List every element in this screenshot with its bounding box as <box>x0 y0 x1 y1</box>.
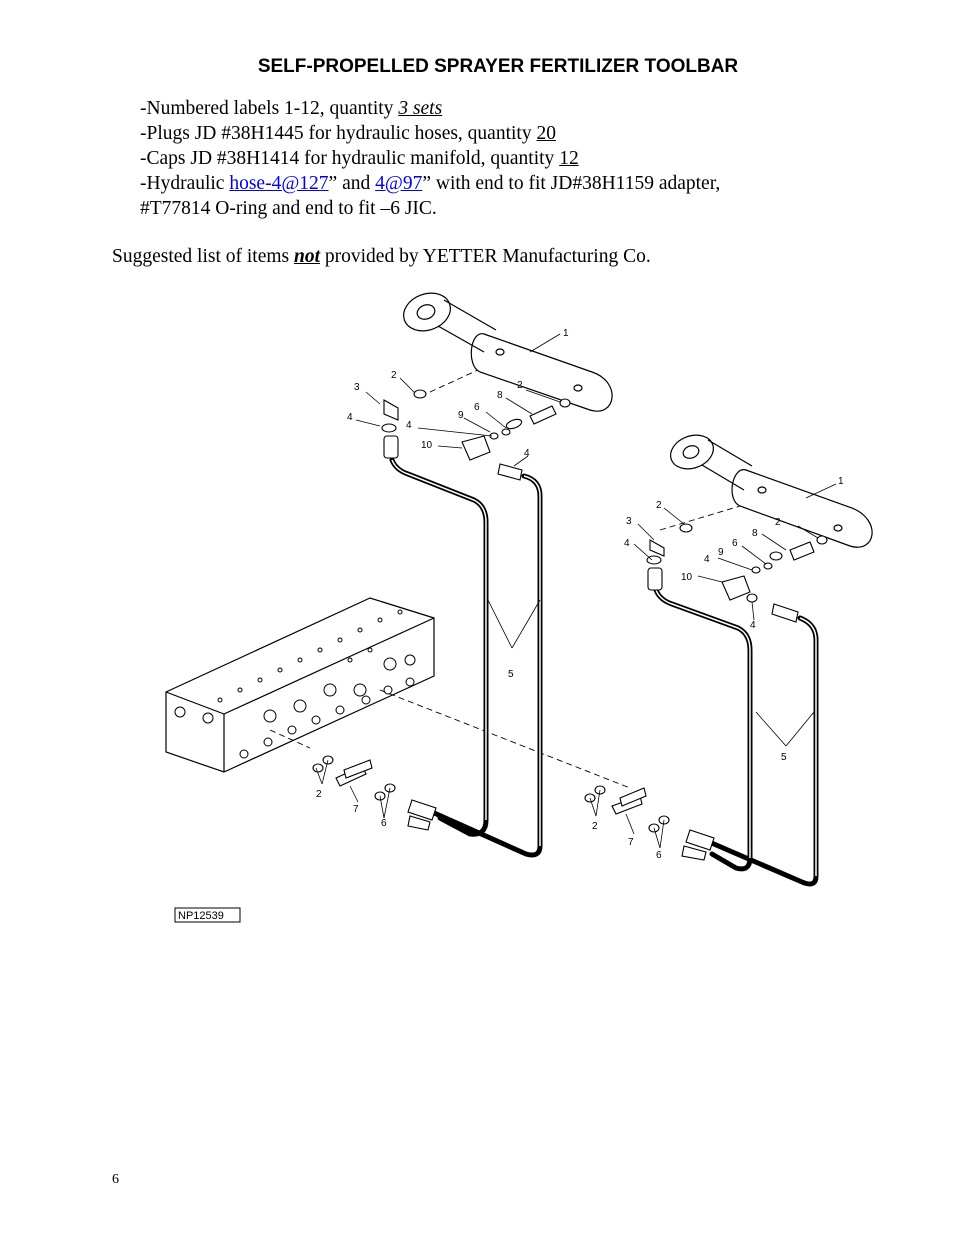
callout-2-d: 2 <box>775 517 781 528</box>
callout-4-f: 4 <box>750 620 756 631</box>
diagram-ref: NP12539 <box>178 910 224 922</box>
list-item-plugs: -Plugs JD #38H1445 for hydraulic hoses, … <box>140 123 556 144</box>
callout-1-right: 1 <box>838 476 844 487</box>
callout-4-e: 4 <box>704 554 710 565</box>
callout-4-a: 4 <box>347 412 353 423</box>
callout-4-d: 4 <box>624 538 630 549</box>
callout-2-c: 2 <box>656 500 662 511</box>
list-item-hydraulic-cont: #T77814 O-ring and end to fit –6 JIC. <box>140 198 437 219</box>
callout-3-right: 3 <box>626 516 632 527</box>
hose-127-link[interactable]: hose-4@127 <box>229 173 329 194</box>
hydraulic-manifold <box>165 597 435 773</box>
callout-2-a: 2 <box>391 370 397 381</box>
callout-4-c: 4 <box>524 448 530 459</box>
page-title: SELF-PROPELLED SPRAYER FERTILIZER TOOLBA… <box>257 56 739 77</box>
callout-2-b: 2 <box>517 380 523 391</box>
list-item-caps: -Caps JD #38H1414 for hydraulic manifold… <box>140 148 579 169</box>
callout-2-e: 2 <box>316 789 322 800</box>
labels-quantity: 3 sets <box>398 98 443 119</box>
not-provided-note: Suggested list of items not provided by … <box>112 246 651 267</box>
cylinder-left <box>403 292 613 412</box>
caps-quantity: 12 <box>559 148 579 169</box>
callout-9-left: 9 <box>458 410 464 421</box>
callout-4-b: 4 <box>406 420 412 431</box>
callout-3-left: 3 <box>354 382 360 393</box>
diagram-ref-box <box>174 907 241 923</box>
plugs-quantity: 20 <box>536 123 556 144</box>
callout-7-right: 7 <box>628 837 634 848</box>
callout-7-left: 7 <box>353 804 359 815</box>
hose-97-link[interactable]: 4@97 <box>375 173 423 194</box>
page-number: 6 <box>112 1172 119 1187</box>
callout-10-right: 10 <box>681 572 693 583</box>
cylinder-right <box>670 434 873 548</box>
callout-6-bottom-left: 6 <box>381 818 387 829</box>
callout-5-left: 5 <box>508 669 514 680</box>
callout-6-left: 6 <box>474 402 480 413</box>
list-item-labels: -Numbered labels 1-12, quantity 3 sets <box>140 98 443 119</box>
item-list: -Numbered labels 1-12, quantity 3 sets -… <box>140 96 720 221</box>
callout-8-right: 8 <box>752 528 758 539</box>
callout-10-left: 10 <box>421 440 433 451</box>
callout-6-bottom-right: 6 <box>656 850 662 861</box>
callout-5-right: 5 <box>781 752 787 763</box>
callout-2-f: 2 <box>592 821 598 832</box>
callout-8-left: 8 <box>497 390 503 401</box>
callout-9-right: 9 <box>718 547 724 558</box>
callout-6-right: 6 <box>732 538 738 549</box>
callout-1-left: 1 <box>563 328 569 339</box>
list-item-hydraulic: -Hydraulic hose-4@127” and 4@97” with en… <box>140 173 721 194</box>
